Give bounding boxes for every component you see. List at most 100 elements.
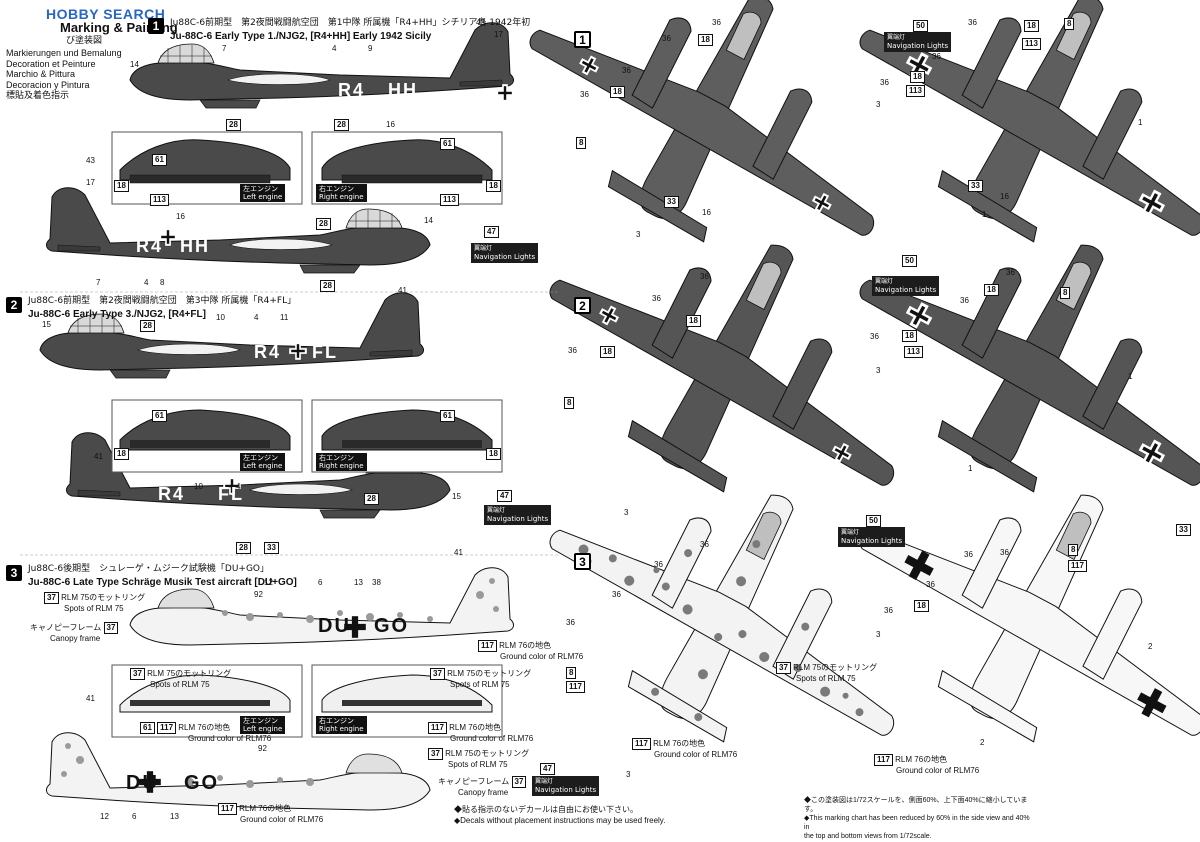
decal-28-tag: 28 (364, 493, 379, 505)
part-14-label: 14 (424, 216, 433, 225)
part-15-label: 15 (452, 492, 461, 501)
section-3-title-en: Ju-88C-6 Late Type Schräge Musik Test ai… (28, 577, 297, 588)
rlm76-jp: RLM 76の地色 (895, 755, 948, 764)
decal-8-tag: 8 (564, 397, 575, 409)
rlm75-en: Spots of RLM 75 (450, 680, 510, 689)
code-dugo-left-1: DU (318, 615, 351, 637)
decal-33-tag: 33 (664, 196, 679, 208)
code-r4fl-right-2: FL (218, 484, 244, 504)
rlm75-callout-top: 37 RLM 75のモットリング Spots of RLM 75 (776, 662, 877, 684)
nav-lights-jp: 翼端灯 (535, 778, 554, 785)
right-engine-label-jp: 右エンジン (319, 717, 354, 725)
decal-8-tag: 8 (1064, 18, 1075, 30)
part-16-label: 16 (1000, 192, 1009, 201)
code-r4hh-right-2: HH (180, 236, 210, 256)
part-92-label: 92 (258, 744, 267, 753)
footer-scale-en2: the top and bottom views from 1/72scale. (804, 833, 932, 840)
left-engine-label-en: Left engine (243, 462, 283, 470)
left-engine-label-1: 左エンジン Left engine (240, 184, 286, 202)
part-1-label: 1 (982, 210, 987, 219)
language-list: Markierungen und Bemalung Decoration et … (6, 48, 122, 101)
decal-61-tag: 61 (440, 410, 455, 422)
decal-37-tag: 37 (44, 592, 59, 604)
decal-33-tag: 33 (968, 180, 983, 192)
rlm76-callout-side-2: 117 RLM 76の地色 Ground color of RLM76 (218, 803, 323, 825)
nav-lights-callout-2: 翼端灯 Navigation Lights (471, 243, 539, 263)
right-engine-label-3: 右エンジン Right engine (316, 716, 367, 734)
left-engine-label-en: Left engine (243, 193, 283, 201)
decal-61-tag: 61 (140, 722, 155, 734)
section-1-title-jp: Ju88C-6前期型 第2夜間戦闘航空団 第1中隊 所属機「R4+HH」シチリア… (170, 18, 531, 28)
rlm75-callout-engine-left: 37 RLM 75のモットリング Spots of RLM 75 (130, 668, 231, 690)
language-line: Markierungen und Bemalung (6, 48, 122, 58)
nav-lights-jp: 翼端灯 (474, 245, 493, 252)
decal-117-tag: 117 (428, 722, 447, 734)
decal-18-tag: 18 (610, 86, 625, 98)
part-3-label: 3 (626, 770, 631, 779)
rlm76-callout-top: 117 RLM 76の地色 Ground color of RLM76 (632, 738, 737, 760)
rlm76-jp: RLM 76の地色 (499, 641, 552, 650)
section-1-title-en: Ju-88C-6 Early Type 1./NJG2, [R4+HH] Ear… (170, 31, 432, 42)
section-2-title-jp: Ju88C-6前期型 第2夜間戦闘航空団 第3中隊 所属機「R4+FL」 (28, 296, 297, 306)
part-6-label: 6 (318, 578, 323, 587)
nav-lights-callout-1: 翼端灯 Navigation Lights (884, 32, 952, 52)
decal-117-tag: 117 (566, 681, 585, 693)
part-1-label: 1 (1138, 118, 1143, 127)
decal-18-tag: 18 (600, 346, 615, 358)
decal-37-tag: 37 (430, 668, 445, 680)
decal-61-tag: 61 (152, 154, 167, 166)
decal-117-tag: 117 (218, 803, 237, 815)
part-36-label: 36 (884, 606, 893, 615)
rlm75-en: Spots of RLM 75 (150, 680, 210, 689)
rlm75-jp: RLM 75のモットリング (447, 669, 532, 678)
rlm76-en: Ground color of RLM76 (450, 734, 534, 743)
part-13-label: 13 (354, 578, 363, 587)
part-4-label: 4 (254, 313, 259, 322)
part-43-label: 43 (86, 156, 95, 165)
footer-decal-note: ◆貼る指示のないデカールは自由にお使い下さい。 ◆Decals without … (454, 804, 665, 826)
part-16-label: 16 (176, 212, 185, 221)
nav-lights-en: Navigation Lights (535, 786, 597, 794)
section-3-badge: 3 (6, 565, 22, 581)
decal-117-tag: 117 (632, 738, 651, 750)
decal-113-tag: 113 (1022, 38, 1041, 50)
part-6-label: 6 (132, 812, 137, 821)
decal-18-tag: 18 (902, 330, 917, 342)
rlm76-en: Ground color of RLM76 (500, 652, 584, 661)
language-line: Marchio & Pittura (6, 69, 76, 79)
decal-47-tag: 47 (497, 490, 512, 502)
nav-lights-en: Navigation Lights (474, 253, 536, 261)
nav-lights-en: Navigation Lights (887, 42, 949, 50)
left-engine-label-jp: 左エンジン (243, 454, 278, 462)
decal-47-tag: 47 (484, 226, 499, 238)
part-4-label: 4 (236, 482, 241, 491)
rlm76-en: Ground color of RLM76 (240, 815, 324, 824)
part-36-label: 36 (1000, 548, 1009, 557)
part-41-label: 41 (454, 548, 463, 557)
part-7-label: 7 (96, 278, 101, 287)
decal-113-tag: 113 (906, 85, 925, 97)
decal-37-tag: 37 (103, 622, 119, 634)
part-36-label: 36 (654, 560, 663, 569)
code-dugo-left-2: DU (126, 772, 159, 794)
nav-lights-jp: 翼端灯 (841, 529, 860, 536)
nav-lights-callout-6: 翼端灯 Navigation Lights (532, 776, 600, 796)
rlm75-en: Spots of RLM 75 (796, 674, 856, 683)
decal-37-tag: 37 (776, 662, 791, 674)
decal-50-tag: 50 (866, 515, 881, 527)
part-16-label: 16 (386, 120, 395, 129)
canopy-en: Canopy frame (50, 634, 101, 643)
right-engine-label-jp: 右エンジン (319, 454, 354, 462)
canopy-frame-callout-2: キャノピーフレーム 37 Canopy frame (438, 776, 527, 798)
decal-28-tag: 28 (316, 218, 331, 230)
decal-117-tag: 117 (478, 640, 497, 652)
canopy-jp: キャノピーフレーム (30, 623, 102, 632)
part-11-label: 11 (280, 313, 289, 322)
part-43-label: 43 (476, 18, 485, 27)
nav-lights-en: Navigation Lights (487, 515, 549, 523)
part-2-label: 2 (1148, 642, 1153, 651)
decal-8-tag: 8 (576, 137, 587, 149)
topview-section-1-badge: 1 (574, 31, 591, 48)
decal-28-tag: 28 (236, 542, 251, 554)
